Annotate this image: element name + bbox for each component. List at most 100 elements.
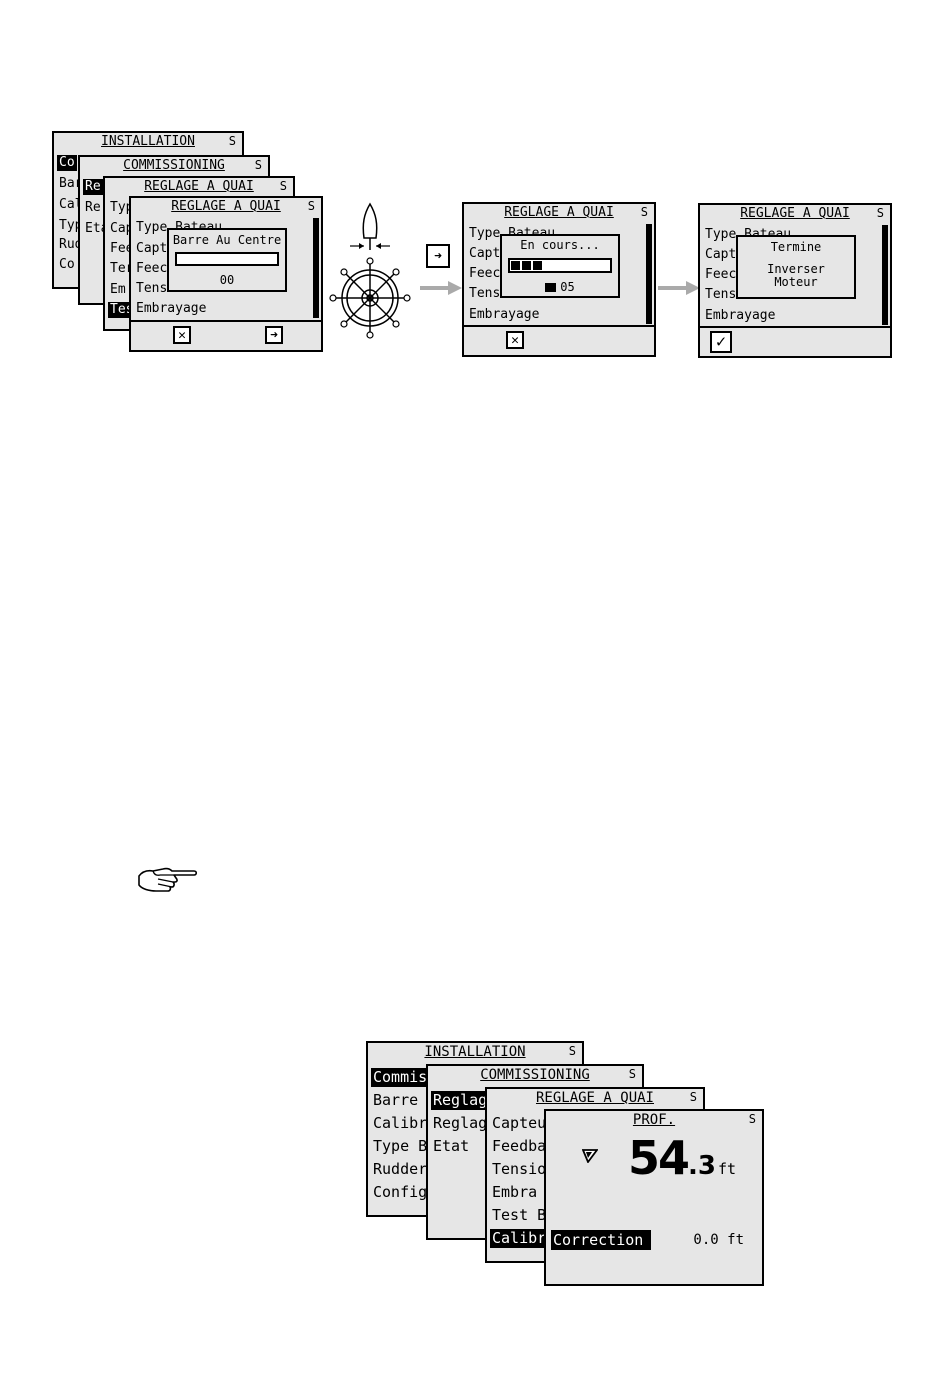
depth-arrow-icon: [582, 1149, 598, 1163]
menu-item[interactable]: Rudder: [373, 1160, 428, 1178]
menu-item[interactable]: Cap: [110, 221, 134, 236]
scrollbar[interactable]: [882, 225, 888, 325]
menu-item[interactable]: Bar: [59, 176, 83, 191]
depth-value-int: 54: [628, 1131, 690, 1185]
menu-item[interactable]: Feec: [705, 267, 737, 282]
status-s: S: [279, 179, 287, 193]
status-s: S: [876, 206, 884, 220]
done-popup: Termine Inverser Moteur: [736, 235, 856, 299]
menu-item[interactable]: Typ: [110, 200, 134, 215]
menu-item[interactable]: Capt: [136, 241, 168, 256]
menu-item[interactable]: Calibra: [373, 1114, 437, 1132]
pointing-hand-icon: [138, 867, 198, 892]
popup-value: 00: [219, 273, 235, 287]
reglage-a-quai-done-screen: REGLAGE A QUAI S Type Bateau Capt Feec T…: [698, 203, 892, 358]
menu-item[interactable]: Reglag: [431, 1091, 490, 1110]
progress-square-icon: [545, 283, 557, 292]
close-icon: ✕: [511, 332, 519, 348]
menu-item[interactable]: Embrayage: [136, 301, 207, 316]
menu-item[interactable]: Test B: [492, 1206, 547, 1224]
screen-title: COMMISSIONING: [123, 158, 225, 173]
depth-unit: ft: [717, 1160, 737, 1178]
menu-item[interactable]: Config.: [373, 1183, 437, 1201]
status-s: S: [640, 205, 648, 219]
menu-item[interactable]: Embrayage: [705, 308, 776, 323]
menu-item[interactable]: Fee: [110, 241, 134, 256]
popup-title: En cours...: [520, 238, 600, 252]
scrollbar[interactable]: [313, 218, 319, 318]
ship-wheel-icon: [329, 202, 411, 339]
next-button[interactable]: ➜: [265, 326, 283, 344]
screen-title: INSTALLATION: [101, 134, 195, 149]
screen-title: REGLAGE A QUAI: [740, 206, 850, 221]
softkey-bar: ✕ ➜: [131, 320, 321, 350]
softkey-bar: ✕: [464, 325, 654, 355]
ok-button[interactable]: ✓: [710, 331, 732, 353]
status-s: S: [628, 1067, 636, 1081]
menu-item[interactable]: Embra: [492, 1183, 538, 1201]
arrow-right-icon: ➜: [270, 327, 278, 343]
menu-item[interactable]: Rud: [59, 237, 83, 252]
screen-title: COMMISSIONING: [480, 1067, 590, 1083]
softkey-bar: ✓: [700, 326, 890, 356]
progress-bar: [508, 258, 612, 273]
cancel-button[interactable]: ✕: [506, 331, 524, 349]
popup-title: Barre Au Centre: [172, 233, 282, 247]
menu-item[interactable]: Feec: [136, 261, 168, 276]
menu-item[interactable]: Reglag: [433, 1114, 488, 1132]
menu-item[interactable]: Cal: [59, 197, 83, 212]
menu-item[interactable]: Ter: [110, 261, 134, 276]
screen-title: REGLAGE A QUAI: [144, 179, 254, 194]
scrollbar[interactable]: [646, 224, 652, 324]
reglage-a-quai-center-rudder-screen: REGLAGE A QUAI S Type Bateau Capt Feec T…: [129, 196, 323, 352]
check-icon: ✓: [715, 331, 727, 352]
screen-title: REGLAGE A QUAI: [535, 1090, 654, 1106]
popup-line: Inverser: [767, 262, 825, 276]
progress-field: [175, 252, 279, 266]
next-key-icon: ➜: [426, 244, 450, 268]
in-progress-popup: En cours... 05: [500, 234, 620, 298]
menu-item[interactable]: Tens: [705, 287, 737, 302]
menu-item[interactable]: Capteu: [492, 1114, 547, 1132]
progress-fill: [511, 261, 544, 270]
arrow-right-icon: ➜: [434, 248, 442, 264]
menu-item[interactable]: Calibra: [490, 1229, 558, 1248]
popup-line: Termine: [770, 240, 822, 254]
screen-title: REGLAGE A QUAI: [171, 199, 281, 214]
screen-title: INSTALLATION: [424, 1044, 526, 1060]
menu-item[interactable]: Commis: [371, 1068, 430, 1087]
status-s: S: [689, 1090, 697, 1104]
menu-item[interactable]: Co: [59, 257, 75, 272]
menu-item[interactable]: Tens: [469, 286, 501, 301]
menu-item[interactable]: Co: [57, 155, 77, 171]
flow-arrow-icon: [658, 281, 700, 295]
menu-item[interactable]: Typ: [59, 218, 83, 233]
menu-item[interactable]: Re: [85, 200, 101, 215]
popup-line: Moteur: [774, 275, 818, 289]
menu-item[interactable]: Re: [83, 179, 103, 195]
menu-item[interactable]: Tens: [136, 281, 168, 296]
status-s: S: [307, 199, 315, 213]
status-s: S: [748, 1112, 756, 1126]
menu-item[interactable]: Etat: [433, 1137, 470, 1155]
status-s: S: [228, 134, 236, 148]
menu-item[interactable]: Tensio: [492, 1160, 547, 1178]
menu-item[interactable]: Tes: [108, 302, 136, 318]
screen-title: PROF.: [632, 1112, 676, 1128]
status-s: S: [254, 158, 262, 172]
menu-item[interactable]: Capt: [469, 246, 501, 261]
screen-title: REGLAGE A QUAI: [504, 205, 614, 220]
menu-item[interactable]: Feec: [469, 266, 501, 281]
menu-item[interactable]: Em: [110, 282, 126, 297]
popup-value: 05: [560, 280, 575, 294]
menu-item[interactable]: Embrayage: [469, 307, 540, 322]
cancel-button[interactable]: ✕: [173, 326, 191, 344]
menu-item[interactable]: Capt: [705, 247, 737, 262]
correction-value: 0.0 ft: [693, 1232, 744, 1248]
menu-item[interactable]: Barre: [373, 1091, 419, 1109]
correction-item[interactable]: Correction: [551, 1230, 651, 1250]
menu-item[interactable]: Feedba: [492, 1137, 547, 1155]
menu-item[interactable]: Eta: [85, 221, 109, 236]
menu-item[interactable]: Type B: [373, 1137, 428, 1155]
